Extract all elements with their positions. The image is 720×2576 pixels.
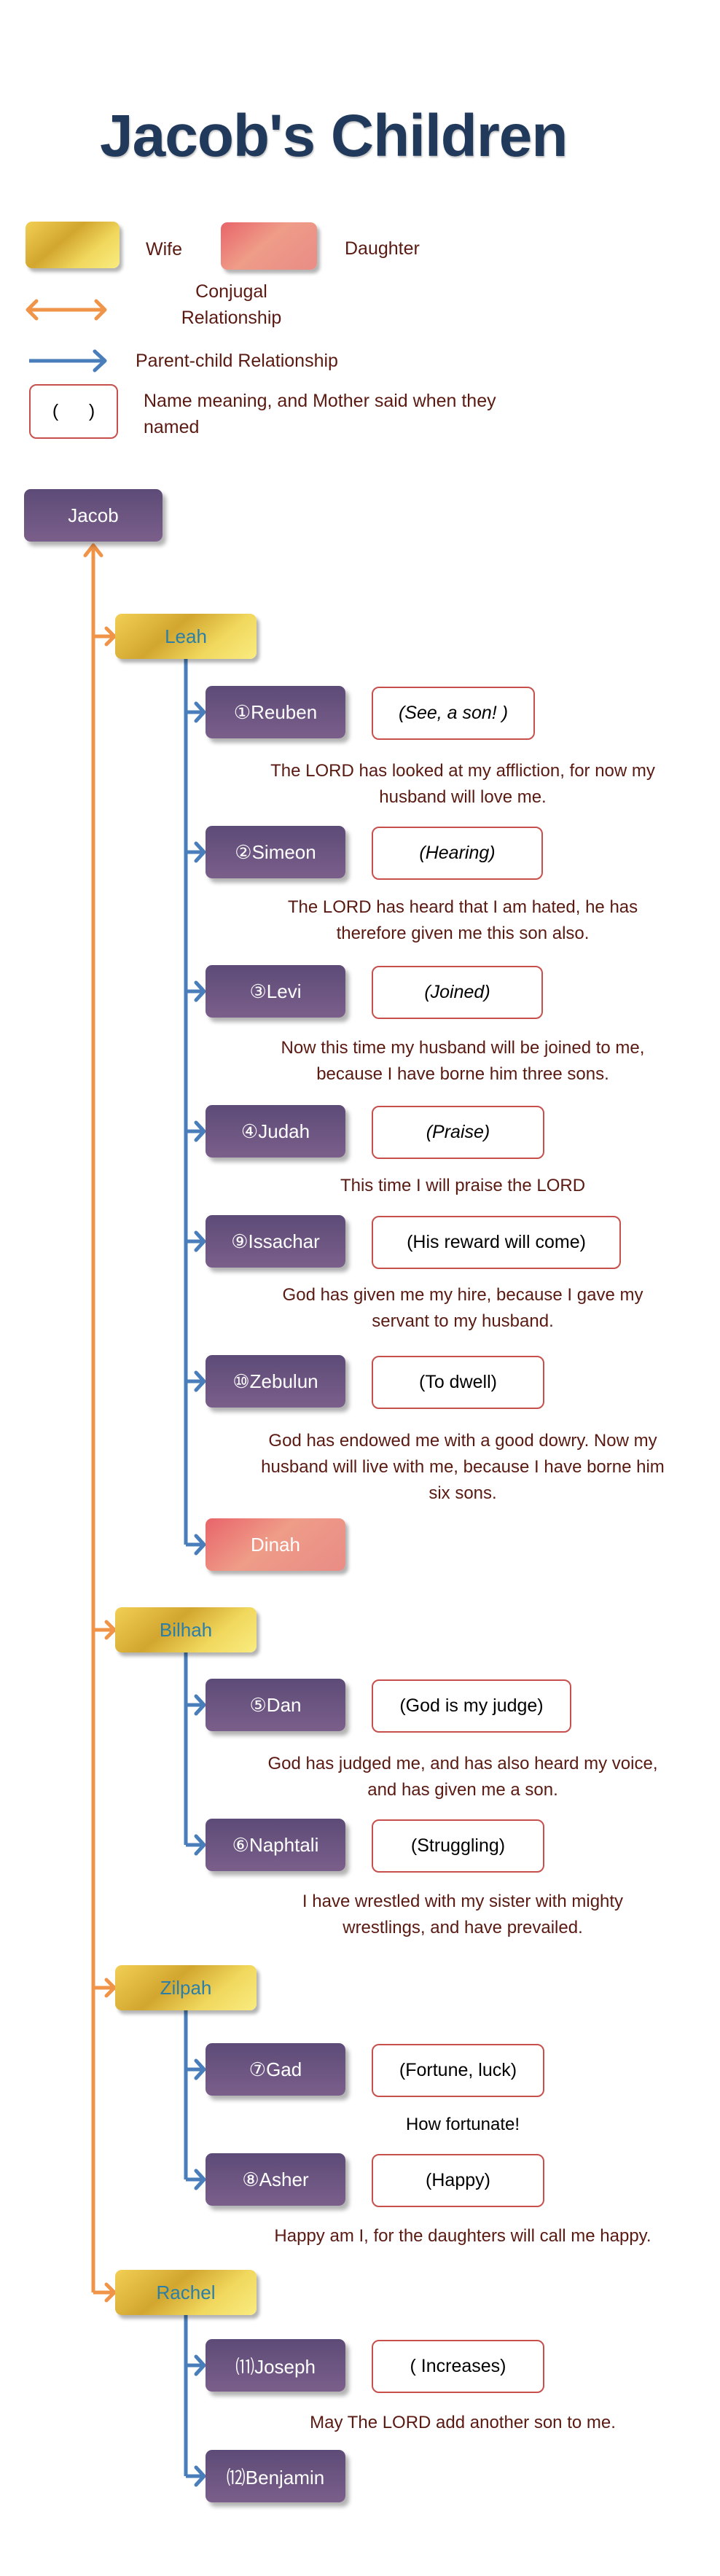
meaning-box-levi: (Joined) xyxy=(372,966,543,1019)
quote-asher: Happy am I, for the daughters will call … xyxy=(274,2226,651,2246)
node-asher: ⑧Asher xyxy=(206,2153,345,2206)
meaning-box-simeon: (Hearing) xyxy=(372,827,543,880)
quote-zebulun: God has endowed me with a good dowry. No… xyxy=(261,1431,665,1503)
parent-child-arrow-head-dan xyxy=(194,1694,206,1716)
meaning-box-gad: (Fortune, luck) xyxy=(372,2044,544,2097)
meaning-box-dan: (God is my judge) xyxy=(372,1679,571,1733)
legend-name-box: ( ) xyxy=(29,384,118,439)
parent-child-arrow-head-gad xyxy=(194,2058,206,2080)
node-joseph: ⑾Joseph xyxy=(206,2339,345,2392)
meaning-box-reuben: (See, a son! ) xyxy=(372,687,535,740)
conjugal-arrow-head-left xyxy=(26,299,39,321)
node-dinah: Dinah xyxy=(206,1518,345,1571)
quote-simeon: The LORD has heard that I am hated, he h… xyxy=(287,897,638,943)
parent-child-arrow-head-naphtali xyxy=(194,1834,206,1856)
page-title: Jacob's Children xyxy=(100,103,568,169)
conjugal-arrow-head-leah xyxy=(104,626,117,647)
conjugal-trunk-arrow-head xyxy=(83,543,103,558)
legend-parent-child-label: Parent-child Relationship xyxy=(136,351,338,371)
parent-child-arrow-head-reuben xyxy=(194,701,206,723)
conjugal-arrow-head-right xyxy=(94,299,107,321)
node-jacob: Jacob xyxy=(24,489,163,542)
quote-joseph: May The LORD add another son to me. xyxy=(310,2413,616,2432)
node-zebulun: ⑩Zebulun xyxy=(206,1355,345,1408)
quote-gad: How fortunate! xyxy=(405,2115,520,2134)
meaning-box-zebulun: (To dwell) xyxy=(372,1356,544,1409)
meaning-box-naphtali: (Struggling) xyxy=(372,1819,544,1873)
quote-judah: This time I will praise the LORD xyxy=(340,1176,586,1195)
node-levi: ③Levi xyxy=(206,965,345,1018)
conjugal-arrow-head-bilhah xyxy=(104,1620,117,1640)
parent-child-arrow-head-dinah xyxy=(194,1534,206,1556)
node-gad: ⑦Gad xyxy=(206,2043,345,2096)
node-wife-rachel: Rachel xyxy=(115,2270,257,2315)
node-issachar: ⑨Issachar xyxy=(206,1215,345,1268)
parent-child-arrow-head-issachar xyxy=(194,1230,206,1252)
legend-wife-label: Wife xyxy=(146,239,182,259)
legend-conjugal-label: Conjugal Relationship xyxy=(181,281,282,328)
parent-child-arrow-head-joseph xyxy=(194,2354,206,2376)
legend-wife-swatch xyxy=(26,222,120,268)
parent-child-arrow-head-simeon xyxy=(194,841,206,863)
quote-naphtali: I have wrestled with my sister with migh… xyxy=(302,1892,624,1937)
node-dan: ⑤Dan xyxy=(206,1679,345,1731)
quote-dan: God has judged me, and has also heard my… xyxy=(267,1754,658,1800)
parent-child-arrow-head-levi xyxy=(194,980,206,1002)
quote-reuben: The LORD has looked at my affliction, fo… xyxy=(270,761,655,807)
parent-child-arrow-head-judah xyxy=(194,1120,206,1142)
legend-name-box-label: Name meaning, and Mother said when they … xyxy=(144,391,496,437)
conjugal-arrow-head-zilpah xyxy=(104,1978,117,1998)
node-reuben: ①Reuben xyxy=(206,686,345,738)
legend-daughter-label: Daughter xyxy=(345,238,420,259)
meaning-box-judah: (Praise) xyxy=(372,1106,544,1159)
legend-daughter-swatch xyxy=(221,222,317,270)
node-judah: ④Judah xyxy=(206,1105,345,1158)
conjugal-arrow-head-rachel xyxy=(104,2282,117,2303)
node-simeon: ②Simeon xyxy=(206,826,345,878)
node-wife-bilhah: Bilhah xyxy=(115,1607,257,1652)
parent-child-arrow-head xyxy=(93,349,107,372)
meaning-box-issachar: (His reward will come) xyxy=(372,1216,621,1269)
quote-levi: Now this time my husband will be joined … xyxy=(281,1038,645,1084)
node-wife-leah: Leah xyxy=(115,614,257,659)
meaning-box-joseph: ( Increases) xyxy=(372,2340,544,2393)
parent-child-arrow-head-asher xyxy=(194,2169,206,2190)
node-naphtali: ⑥Naphtali xyxy=(206,1819,345,1871)
parent-child-arrow-head-benjamin xyxy=(194,2465,206,2487)
node-wife-zilpah: Zilpah xyxy=(115,1965,257,2010)
parent-child-arrow-head-zebulun xyxy=(194,1370,206,1392)
node-benjamin: ⑿Benjamin xyxy=(206,2450,345,2502)
quote-issachar: God has given me my hire, because I gave… xyxy=(282,1285,643,1331)
meaning-box-asher: (Happy) xyxy=(372,2154,544,2207)
